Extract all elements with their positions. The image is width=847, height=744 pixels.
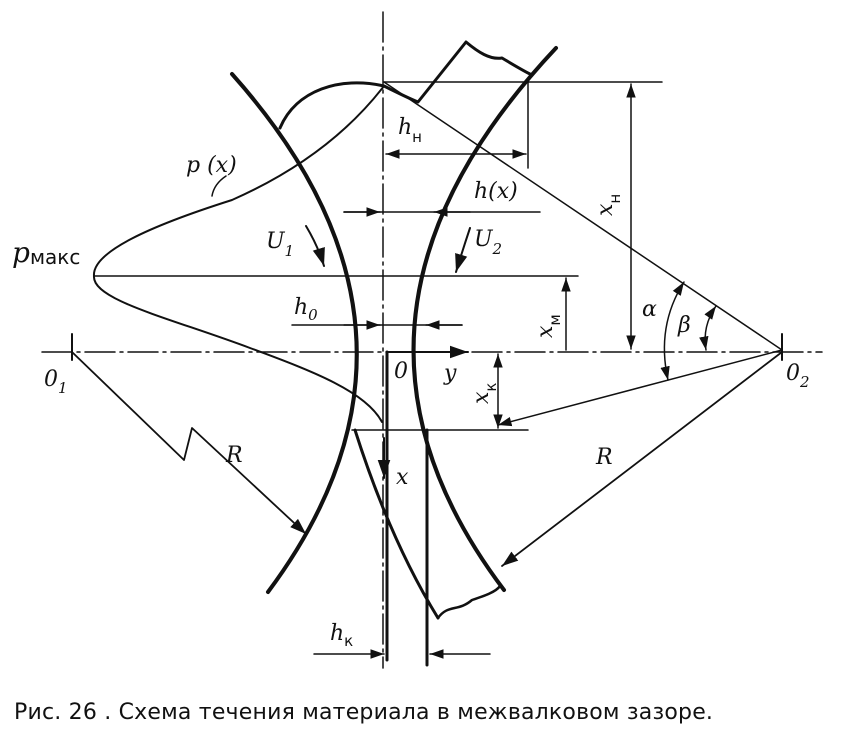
material-band-top: [278, 40, 532, 130]
label-y-axis: y: [443, 361, 457, 386]
u1-arrow: [305, 225, 325, 267]
label-h0: h0: [294, 295, 318, 324]
label-o1: 01: [44, 367, 68, 397]
label-p-x: p (x): [186, 153, 237, 178]
label-origin: 0: [394, 359, 408, 384]
label-p-max: pмакс: [12, 236, 80, 269]
material-band-bottom-right: [436, 584, 502, 620]
figure-caption: Рис. 26 . Схема течения материала в межв…: [14, 700, 714, 725]
label-h-n: hн: [398, 115, 422, 146]
label-u2: U2: [474, 227, 502, 258]
right-roll-arc: [411, 46, 558, 592]
p-label-leader: [211, 175, 227, 197]
label-x-m: xм: [533, 314, 564, 338]
label-h-k: hк: [330, 621, 353, 650]
flow-scheme-diagram: p (x) pмакс U1 U2 hн h(x) h0 hк xн xм xк…: [12, 11, 823, 669]
u2-arrow: [455, 227, 471, 273]
label-x-k: xк: [469, 383, 500, 404]
left-roll-arc: [230, 72, 359, 594]
label-r-right: R: [595, 445, 613, 470]
left-radius-line: [71, 351, 307, 535]
label-beta: β: [677, 313, 691, 338]
alpha-arc: [660, 281, 685, 381]
label-u1: U1: [266, 229, 294, 260]
label-alpha: α: [642, 297, 657, 322]
label-x-axis: x: [396, 465, 409, 490]
right-radius-line: [501, 351, 783, 567]
beta-arc: [699, 305, 717, 351]
label-h-x: h(x): [474, 179, 518, 204]
label-o2: 02: [786, 361, 810, 391]
o2-to-xk-line: [497, 349, 783, 427]
label-x-n: xн: [593, 194, 624, 216]
label-r-left: R: [225, 443, 243, 468]
